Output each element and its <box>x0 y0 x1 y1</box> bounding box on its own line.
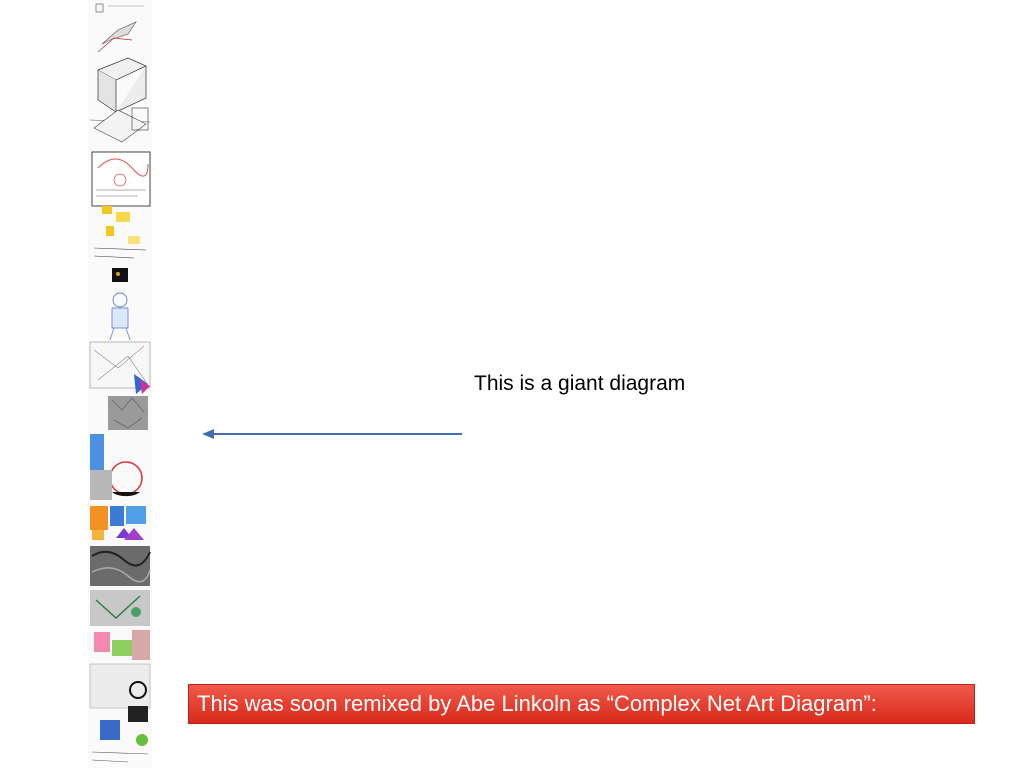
left-arrow <box>202 429 462 439</box>
giant-diagram-image <box>88 0 152 768</box>
remix-banner: This was soon remixed by Abe Linkoln as … <box>188 684 975 724</box>
diagram-caption: This is a giant diagram <box>474 372 686 395</box>
